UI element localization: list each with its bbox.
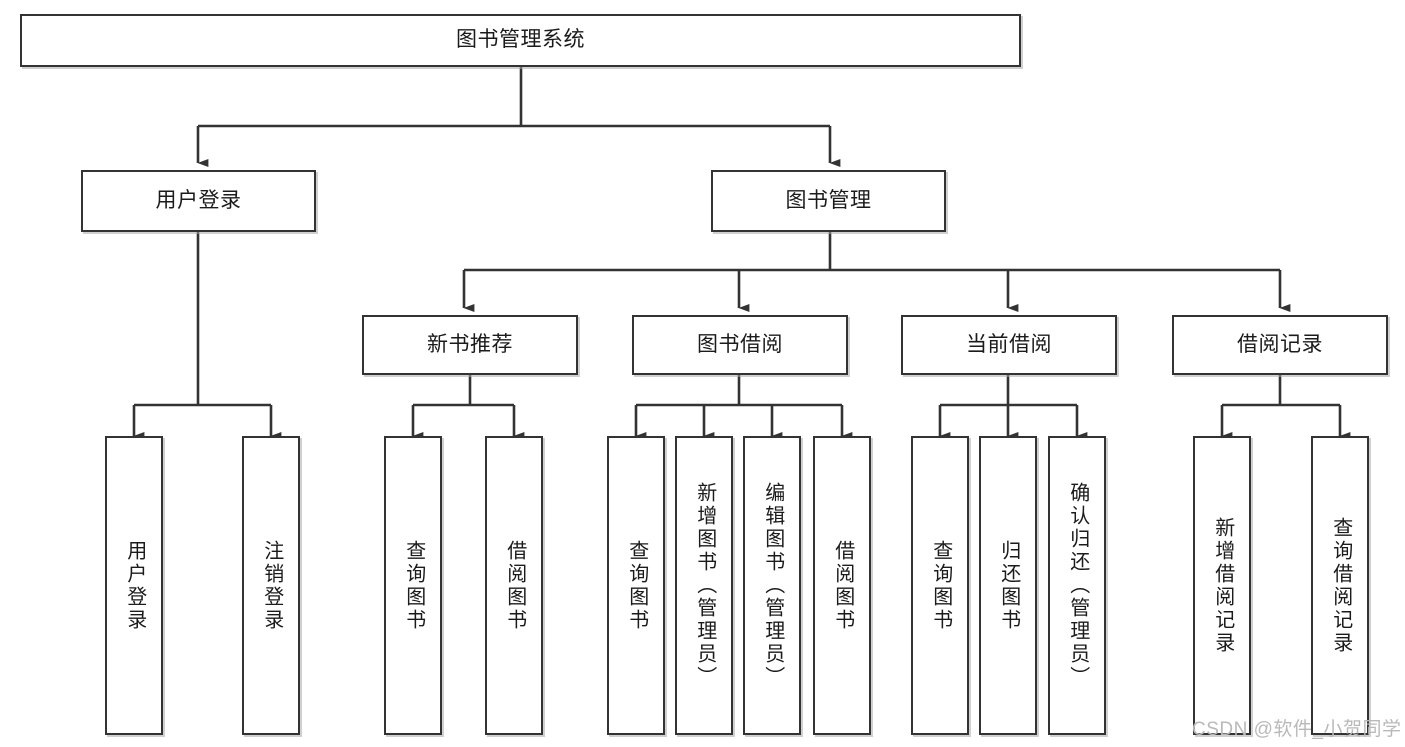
node-new-book-recommend[interactable]: 新书推荐	[362, 315, 578, 375]
node-book-manage-label: 图书管理	[785, 188, 872, 212]
node-user-login-leaf-label: 用户登录	[123, 539, 146, 632]
node-confirm-return-label: 确认归还（管理员）	[1066, 482, 1089, 689]
node-return-book-label: 归还图书	[997, 539, 1020, 632]
node-root[interactable]: 图书管理系统	[20, 14, 1021, 67]
node-return-book[interactable]: 归还图书	[979, 436, 1037, 735]
node-query-book-1[interactable]: 查询图书	[384, 436, 442, 735]
node-edit-book-label: 编辑图书（管理员）	[761, 482, 784, 689]
node-current-borrow-label: 当前借阅	[966, 332, 1052, 356]
node-query-book-2-label: 查询图书	[625, 539, 648, 632]
node-add-borrow-record[interactable]: 新增借阅记录	[1193, 436, 1251, 735]
node-new-book-recommend-label: 新书推荐	[427, 332, 513, 356]
node-borrow-book-2[interactable]: 借阅图书	[813, 436, 871, 735]
node-current-borrow[interactable]: 当前借阅	[901, 315, 1117, 375]
node-query-book-3-label: 查询图书	[929, 539, 952, 632]
node-borrow-record[interactable]: 借阅记录	[1172, 315, 1388, 375]
node-edit-book[interactable]: 编辑图书（管理员）	[743, 436, 801, 735]
node-query-borrow-record[interactable]: 查询借阅记录	[1311, 436, 1369, 735]
node-book-manage[interactable]: 图书管理	[711, 170, 946, 232]
node-book-borrow-label: 图书借阅	[697, 332, 783, 356]
node-borrow-record-label: 借阅记录	[1237, 332, 1323, 356]
node-confirm-return[interactable]: 确认归还（管理员）	[1048, 436, 1106, 735]
node-query-book-2[interactable]: 查询图书	[607, 436, 665, 735]
node-query-borrow-record-label: 查询借阅记录	[1329, 516, 1352, 655]
node-user-login-label: 用户登录	[155, 188, 242, 212]
node-borrow-book-2-label: 借阅图书	[831, 539, 854, 632]
node-user-login[interactable]: 用户登录	[81, 170, 316, 232]
node-user-logout-leaf-label: 注销登录	[260, 539, 283, 632]
node-add-book-label: 新增图书（管理员）	[693, 482, 716, 689]
node-user-login-leaf[interactable]: 用户登录	[105, 436, 163, 735]
node-book-borrow[interactable]: 图书借阅	[632, 315, 848, 375]
node-borrow-book-1[interactable]: 借阅图书	[485, 436, 543, 735]
node-add-borrow-record-label: 新增借阅记录	[1211, 516, 1234, 655]
node-user-logout-leaf[interactable]: 注销登录	[242, 436, 300, 735]
node-query-book-3[interactable]: 查询图书	[911, 436, 969, 735]
node-root-label: 图书管理系统	[456, 28, 585, 52]
csdn-watermark: CSDN @软件_小贺同学	[1192, 719, 1402, 740]
node-borrow-book-1-label: 借阅图书	[503, 539, 526, 632]
node-query-book-1-label: 查询图书	[402, 539, 425, 632]
node-add-book[interactable]: 新增图书（管理员）	[675, 436, 733, 735]
